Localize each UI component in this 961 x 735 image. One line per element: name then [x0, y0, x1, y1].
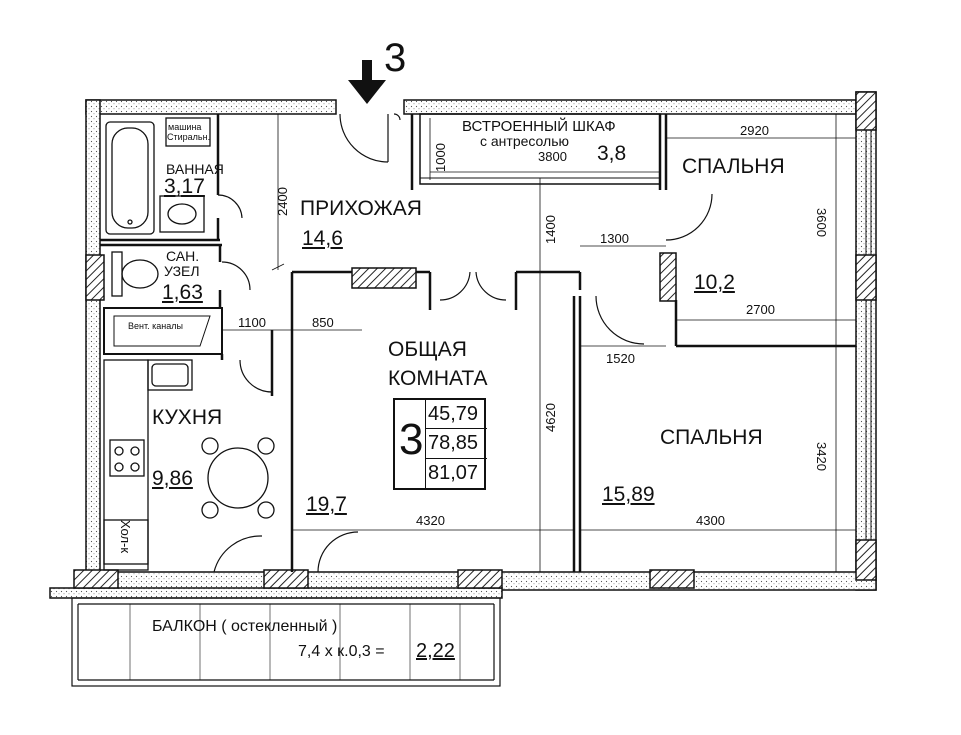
bathroom-name: ВАННАЯ	[166, 161, 224, 177]
dim-1300: 1300	[600, 231, 629, 246]
washer-label-1: машина	[168, 122, 202, 132]
dim-2920: 2920	[740, 123, 769, 138]
dim-4300: 4300	[696, 513, 725, 528]
hallway-area: 14,6	[302, 227, 343, 250]
summary-areas: 45,79 78,85 81,07	[425, 400, 487, 488]
wc-area: 1,63	[162, 281, 203, 304]
entrance-number: 3	[384, 36, 407, 80]
balcony-outline	[71, 597, 501, 687]
living-total-area: 45,79	[426, 400, 487, 430]
balcony-area: 2,22	[416, 640, 455, 662]
living-name-1: ОБЩАЯ	[388, 338, 467, 361]
dim-2700: 2700	[746, 302, 775, 317]
living-area: 19,7	[306, 493, 347, 516]
dim-1100: 1100	[238, 315, 266, 330]
windows-right	[865, 130, 872, 540]
washer-label-2: Стиральн.	[167, 132, 211, 142]
dim-2400: 2400	[275, 187, 290, 216]
kitchen-area: 9,86	[152, 467, 193, 490]
total-area-with-balcony: 81,07	[428, 461, 479, 484]
hallway-name: ПРИХОЖАЯ	[300, 197, 422, 220]
dim-1000: 1000	[433, 143, 448, 172]
wc-name-2: УЗЕЛ	[164, 263, 200, 279]
dim-1400: 1400	[543, 215, 558, 244]
dimension-lines	[222, 114, 856, 572]
bedroom2-name: СПАЛЬНЯ	[660, 426, 763, 449]
interior-walls	[100, 113, 856, 572]
columns	[73, 91, 877, 589]
dim-3800: 3800	[538, 149, 567, 164]
rooms-count: 3	[399, 415, 424, 464]
dim-3600: 3600	[814, 208, 829, 237]
closet-subtitle: с антресолью	[480, 133, 569, 149]
closet-area: 3,8	[597, 142, 627, 165]
fridge-label: Хол-к	[118, 520, 133, 554]
bedroom1-area: 10,2	[694, 271, 735, 294]
balcony-name: БАЛКОН ( остекленный )	[152, 618, 338, 635]
total-area: 78,85	[426, 429, 487, 459]
bedroom1-name: СПАЛЬНЯ	[682, 155, 785, 178]
entrance-arrow-icon	[348, 60, 386, 104]
dim-1520: 1520	[606, 351, 635, 366]
fixtures	[103, 117, 275, 571]
door-swings	[213, 113, 713, 573]
dim-850: 850	[312, 315, 334, 330]
bedroom2-area: 15,89	[602, 483, 655, 506]
apartment-summary: 3 45,79 78,85 81,07	[393, 398, 487, 490]
kitchen-name: КУХНЯ	[152, 406, 223, 429]
ducts-label: Вент. каналы	[128, 321, 183, 331]
closet-name: ВСТРОЕННЫЙ ШКАФ	[462, 118, 616, 135]
dim-3420: 3420	[814, 442, 829, 471]
living-name-2: КОМНАТА	[388, 367, 488, 390]
balcony-formula: 7,4 х к.0,3 =	[298, 643, 385, 660]
dim-4620: 4620	[543, 403, 558, 432]
bathroom-area: 3,17	[164, 175, 205, 198]
dim-4320: 4320	[416, 513, 445, 528]
wc-name-1: САН.	[166, 248, 200, 264]
